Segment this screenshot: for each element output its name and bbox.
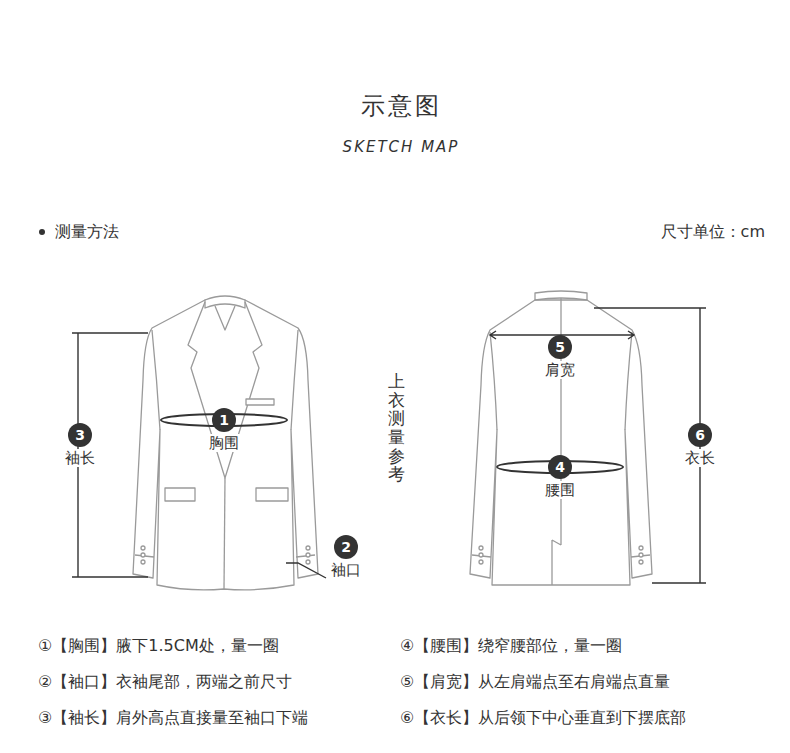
callout: 1 胸围 (207, 408, 241, 452)
callout: 6 衣长 (683, 423, 717, 467)
callout: 3 袖长 (63, 423, 97, 467)
callout-number: 5 (548, 335, 572, 359)
measure-name: 腰围 (543, 481, 577, 499)
measure-name: 袖口 (329, 561, 363, 579)
measure-note: ①【胸围】腋下1.5CM处，量一圈 (38, 636, 279, 655)
callout-number: 3 (68, 423, 92, 447)
callout-number: 6 (688, 423, 712, 447)
callout-number: 4 (548, 455, 572, 479)
callout-number: 1 (212, 408, 236, 432)
measure-note: ④【腰围】绕窄腰部位，量一圈 (400, 636, 622, 655)
callout: 4 腰围 (543, 455, 577, 499)
unit-note: 尺寸单位：cm (661, 222, 765, 241)
measure-note: ⑤【肩宽】从左肩端点至右肩端点直量 (400, 672, 670, 691)
measure-name: 衣长 (683, 449, 717, 467)
measure-name: 肩宽 (543, 361, 577, 379)
measure-name: 袖长 (63, 449, 97, 467)
measure-note: ③【袖长】肩外高点直接量至袖口下端 (38, 708, 308, 727)
section-heading: 测量方法 (55, 222, 119, 241)
measure-note: ②【袖口】衣袖尾部，两端之前尺寸 (38, 672, 292, 691)
measure-name: 胸围 (207, 434, 241, 452)
callout: 5 肩宽 (543, 335, 577, 379)
callout: 2 袖口 (329, 535, 363, 579)
title: 示意图 (361, 92, 442, 121)
subtitle: SKETCH MAP (343, 138, 460, 156)
vertical-caption: 上衣测量参考 (388, 372, 405, 484)
measure-note: ⑥【衣长】从后领下中心垂直到下摆底部 (400, 708, 686, 727)
callout-number: 2 (334, 535, 358, 559)
